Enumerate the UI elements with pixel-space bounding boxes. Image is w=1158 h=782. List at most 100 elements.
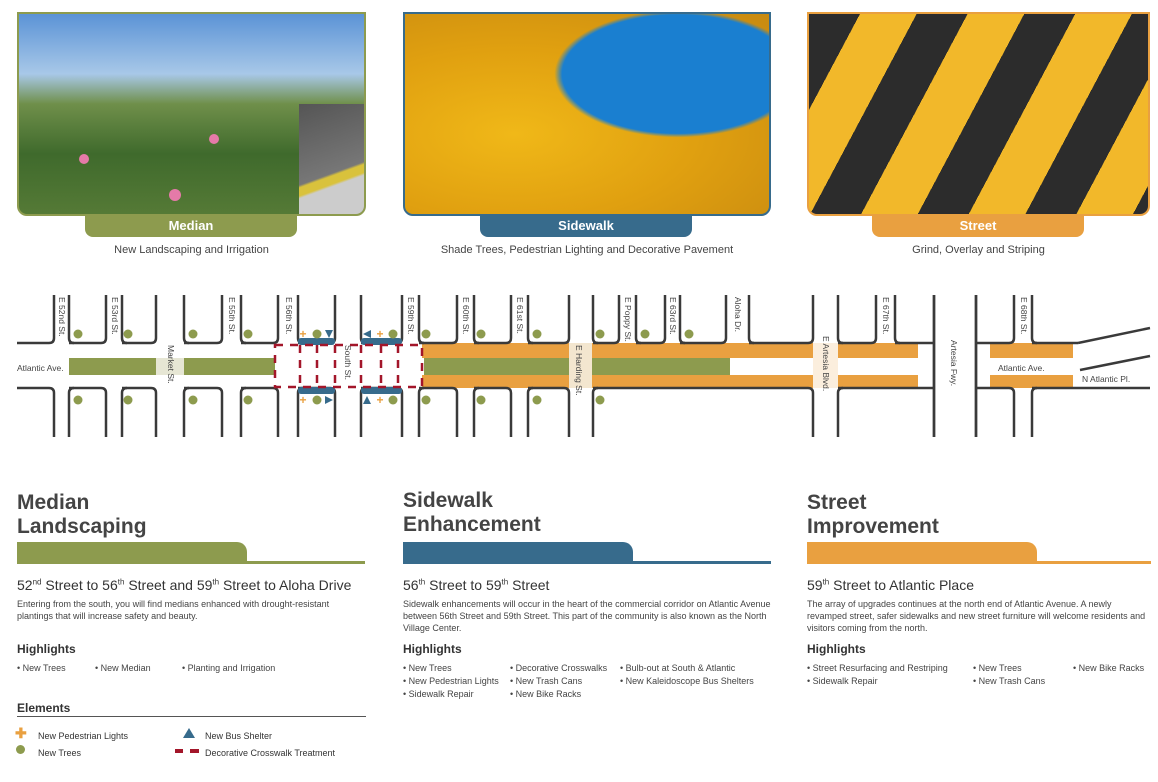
avenue-label: N Atlantic Pl. <box>1082 374 1130 384</box>
sidewalk-improvement-band <box>990 343 1073 358</box>
bulb-out <box>361 338 402 345</box>
tab-median: Median <box>85 215 297 237</box>
sidewalk-improvement-band <box>838 375 918 388</box>
sidewalk-improvement-band <box>990 375 1073 388</box>
street-label: Artesia Fwy. <box>949 340 959 386</box>
bus-shelter-icon <box>363 330 371 338</box>
artesia-crossing <box>813 343 838 388</box>
street-label: E 60th St. <box>461 297 471 334</box>
tree-icon <box>312 329 322 339</box>
decorative-crosswalk <box>273 343 424 389</box>
north-road-edge <box>182 295 190 345</box>
street-label: Aloha Dr. <box>733 297 743 332</box>
north-road-edge <box>17 295 56 345</box>
title-line: Enhancement <box>403 513 541 536</box>
pedestrian-light-icon: + <box>299 327 306 341</box>
tree-icon <box>640 329 650 339</box>
south-road-edge <box>1030 386 1038 437</box>
street-label: E 61st St. <box>515 297 525 334</box>
sidewalk-improvement-band <box>422 343 813 358</box>
avenue-label: Atlantic Ave. <box>998 363 1045 373</box>
title-line: Landscaping <box>17 515 147 538</box>
street-label: E 68th St. <box>1019 297 1029 334</box>
south-road-edge <box>417 386 425 437</box>
north-road-edge <box>474 295 513 345</box>
highlight-item: • New Trees <box>403 663 452 673</box>
street-label: South St. <box>343 345 353 380</box>
section-subheading: 59th Street to Atlantic Place <box>807 577 974 593</box>
south-road-edge <box>591 386 599 437</box>
highlight-item: • New Bike Racks <box>510 689 582 699</box>
street-bar <box>807 542 1151 564</box>
median-strip <box>592 358 730 375</box>
south-road-edge <box>69 386 108 437</box>
tree-icon <box>476 395 486 405</box>
street-label: E Artesia Blvd. <box>821 336 831 391</box>
avenue-label: Atlantic Ave. <box>17 363 64 373</box>
tree-icon <box>476 329 486 339</box>
legend-item: New Pedestrian Lights <box>38 731 129 741</box>
south-road-edge <box>472 386 480 437</box>
street-label: E 55th St. <box>227 297 237 334</box>
south-road-edge <box>122 386 158 437</box>
north-road-edge <box>634 295 642 345</box>
median-strip <box>69 358 156 375</box>
tree-icon <box>421 395 431 405</box>
south-road-edge <box>976 386 1016 437</box>
tree-icon <box>312 395 322 405</box>
tree-icon <box>123 395 133 405</box>
tree-icon <box>595 395 605 405</box>
north-road-edge <box>747 295 755 345</box>
highlight-item: • New Bike Racks <box>1073 663 1145 673</box>
street-highlights-label: Highlights <box>807 642 866 656</box>
north-road-edge <box>241 295 280 345</box>
section-subheading: 52nd Street to 56th Street and 59th Stre… <box>17 577 352 593</box>
sidewalk-bar <box>403 542 771 564</box>
street-label: E 63rd St. <box>668 297 678 335</box>
street-label: E Harding St. <box>574 345 584 396</box>
south-road-edge <box>17 386 56 437</box>
north-road-edge <box>749 295 815 345</box>
highlight-item: • New Trash Cans <box>510 676 583 686</box>
sidewalk-body: Sidewalk enhancements will occur in the … <box>403 599 771 633</box>
bulb-out <box>298 338 335 345</box>
south-road-edge <box>241 386 280 437</box>
tree-icon <box>532 329 542 339</box>
street-body: The array of upgrades continues at the n… <box>807 599 1146 633</box>
highlight-item: • New Median <box>95 663 151 673</box>
south-road-edge <box>184 386 224 437</box>
median-highlights-label: Highlights <box>17 642 76 656</box>
street-label: E 52nd St. <box>57 297 67 337</box>
south-road-edge <box>528 386 571 437</box>
street-label: Market St. <box>166 345 176 384</box>
north-road-edge <box>893 295 901 345</box>
harding-crossing <box>569 343 592 388</box>
tree-icon <box>243 329 253 339</box>
street-label: E Poppy St. <box>623 297 633 342</box>
bus-shelter-icon <box>325 396 333 404</box>
south-road-edge <box>526 386 534 437</box>
north-road-edge <box>526 295 534 345</box>
street-label: E 67th St. <box>881 297 891 334</box>
south-road-edge <box>239 386 247 437</box>
bus-shelter-icon <box>363 396 371 404</box>
north-road-edge <box>67 295 75 345</box>
north-road-edge <box>69 295 108 345</box>
north-road-edge <box>184 295 224 345</box>
tree-icon <box>595 329 605 339</box>
legend-title: Elements <box>17 701 71 715</box>
section-subheading: 56th Street to 59th Street <box>403 577 550 593</box>
north-road-edge <box>836 295 844 345</box>
bulb-out <box>361 387 402 394</box>
tree-icon <box>188 329 198 339</box>
tree-icon <box>684 329 694 339</box>
highlight-item: • New Kaleidoscope Bus Shelters <box>620 676 754 686</box>
north-road-edge <box>1030 295 1038 345</box>
crosswalk-icon <box>175 749 199 753</box>
north-road-edge <box>680 295 728 345</box>
highlight-item: • Bulb-out at South & Atlantic <box>620 663 736 673</box>
